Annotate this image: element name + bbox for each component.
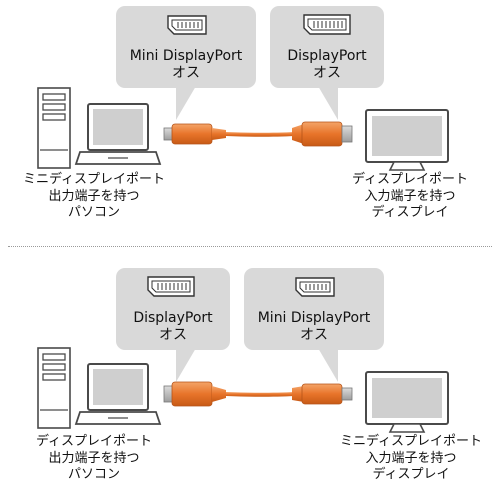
bubble-bottom-right-text: Mini DisplayPort オス	[244, 268, 384, 350]
bubble-top-left	[116, 6, 256, 120]
caption-line: 入力端子を持つ	[365, 450, 457, 466]
monitor-icon	[365, 109, 449, 171]
bubble-bottom-right	[244, 268, 384, 382]
pc-tower-icon	[37, 347, 71, 429]
bubble-top-left-text: Mini DisplayPort オス	[116, 6, 256, 88]
pc-tower-icon	[37, 87, 71, 169]
connector-name: DisplayPort	[133, 310, 213, 326]
top-left-caption: ミニディスプレイポート 出力端子を持つ パソコン	[14, 172, 174, 222]
connector-name: Mini DisplayPort	[257, 310, 371, 326]
top-right-caption: ディスプレイポート 入力端子を持つ ディスプレイ	[330, 172, 490, 222]
connector-gender: オス	[172, 65, 200, 81]
displayport-icon	[147, 276, 195, 297]
caption-line: ミニディスプレイポート	[22, 172, 166, 187]
caption-line: ディスプレイ	[371, 205, 449, 220]
caption-line: ディスプレイポート	[35, 434, 153, 449]
connector-name: Mini DisplayPort	[129, 48, 243, 64]
connector-gender: オス	[300, 327, 328, 343]
displayport-icon	[303, 14, 351, 35]
caption-line: 出力端子を持つ	[48, 188, 140, 204]
caption-line: ディスプレイポート	[351, 172, 469, 187]
cable-top	[163, 121, 353, 147]
cable-bottom	[163, 381, 353, 407]
bubble-bottom-left	[116, 268, 230, 382]
bubble-top-right-text: DisplayPort オス	[270, 6, 384, 88]
section-divider	[8, 246, 492, 247]
caption-line: 出力端子を持つ	[48, 450, 140, 466]
caption-line: 入力端子を持つ	[364, 188, 456, 204]
bottom-right-caption: ミニディスプレイポート 入力端子を持つ ディスプレイ	[326, 434, 496, 484]
mini-displayport-icon	[295, 277, 335, 297]
bubble-top-right	[270, 6, 384, 120]
caption-line: ミニディスプレイポート	[339, 434, 483, 449]
mini-displayport-icon	[167, 15, 207, 35]
laptop-icon	[74, 103, 162, 165]
caption-line: パソコン	[67, 467, 120, 482]
caption-line: ディスプレイ	[372, 467, 450, 482]
caption-line: パソコン	[67, 205, 120, 220]
bottom-left-caption: ディスプレイポート 出力端子を持つ パソコン	[14, 434, 174, 484]
bubble-bottom-left-text: DisplayPort オス	[116, 268, 230, 350]
laptop-icon	[74, 363, 162, 425]
connector-gender: オス	[313, 65, 341, 81]
monitor-icon	[365, 371, 449, 433]
connector-gender: オス	[159, 327, 187, 343]
connector-name: DisplayPort	[287, 48, 367, 64]
